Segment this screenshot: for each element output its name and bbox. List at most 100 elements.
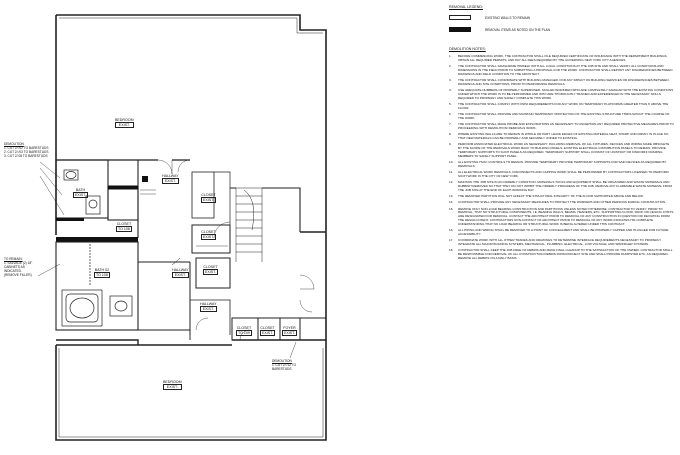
note-number: 15. bbox=[449, 206, 454, 211]
removal-wall bbox=[108, 186, 138, 190]
note-text: THE CONTRACTOR SHALL COMPLY WITH OSHA RE… bbox=[458, 101, 669, 110]
note-number: 6. bbox=[449, 111, 452, 116]
note-text: PERFORM ASSOCIATED ELECTRICAL WORK AS NE… bbox=[458, 142, 670, 158]
room-label: HALLWAY EXIST. bbox=[200, 302, 217, 312]
note-text: THE CONTRACTOR SHALL MAKE PROBE AND EXPL… bbox=[458, 122, 674, 130]
room-name: HALLWAY bbox=[200, 302, 217, 306]
room-label: HALLWAY EXIST. bbox=[172, 268, 189, 278]
remain-callout: TO REMAIN: 1. SALVAGE (2) 18" CABINETS A… bbox=[4, 257, 33, 278]
note-text: THE CONTRACTOR SHALL COORDINATE WITH BUI… bbox=[458, 77, 669, 86]
note-text: WHERE EXISTING WALLS ARE TO REMAIN IN WH… bbox=[458, 132, 669, 140]
stair bbox=[235, 187, 263, 262]
room-tag: EXIST. bbox=[172, 272, 189, 278]
demolition-callout-bottom: DEMOLITION 1. CUT 2/ /12 TO BARESTUDS bbox=[272, 359, 297, 372]
note-text: ALL ELECTRICAL WORK REMOVALS, DISCONNECT… bbox=[458, 169, 669, 178]
room-tag: TO 108 bbox=[116, 226, 132, 232]
bath-mid-outline bbox=[55, 241, 139, 331]
legend-item-removal: REMOVAL ITEMS AS NOTED ON THE PLAN bbox=[449, 27, 550, 32]
notes-title: DEMOLITION NOTES: bbox=[449, 47, 486, 51]
note-text: CONTRACTOR SHALL KEEP THE JOB FREE OF DE… bbox=[458, 248, 673, 260]
note-text: THE CONTRACTOR SHALL PROVIDE AND MAINTAI… bbox=[458, 111, 670, 120]
room-label: CLOSET EXIST. bbox=[260, 326, 275, 336]
room-tag: EXIST. bbox=[73, 192, 88, 198]
room-tag: TO 109 bbox=[236, 330, 252, 336]
room-name: BEDROOM bbox=[115, 118, 134, 122]
room-label: BEDROOM EXIST. bbox=[163, 380, 182, 390]
room-name: BEDROOM bbox=[163, 380, 182, 384]
room-name: CLOSET bbox=[203, 265, 218, 269]
room-name: BATH bbox=[75, 188, 86, 192]
room-label: FOYER EXIST. bbox=[282, 326, 297, 336]
note-number: 7. bbox=[449, 122, 452, 127]
room-name: HALLWAY bbox=[162, 174, 179, 178]
room-name: FOYER bbox=[283, 326, 296, 330]
room-tag: EXIST. bbox=[203, 269, 218, 275]
room-name: CLOSET bbox=[236, 326, 252, 330]
note-item: 10. ALL EXISTING HVAC CONTROLS TO REMAIN.… bbox=[449, 159, 674, 169]
note-text: USE ADEQUATE NUMBERS OF PROPERLY SUPERVI… bbox=[458, 88, 674, 100]
room-name: CLOSET bbox=[201, 193, 216, 197]
note-item: 6. THE CONTRACTOR SHALL PROVIDE AND MAINT… bbox=[449, 111, 674, 121]
note-text: THE REMOVED PARTITION WILL NOT AFFECT TH… bbox=[458, 193, 644, 198]
note-item: 2.THE CONTRACTOR SHALL FAMILIARIZE HIMSE… bbox=[449, 64, 674, 76]
note-text: ALL EXISTING HVAC CONTROLS TO REMAIN. PR… bbox=[458, 159, 667, 168]
note-text: COORDINATE WORK WITH ALL OTHER TRADES AN… bbox=[458, 238, 662, 246]
callout-title: DEMOLITION bbox=[4, 142, 24, 146]
note-item: 9.PERFORM ASSOCIATED ELECTRICAL WORK AS … bbox=[449, 142, 674, 158]
note-text: MAINTAIN THE JOB SITE IN AN ORDERLY COND… bbox=[458, 180, 672, 192]
removal-wall bbox=[56, 237, 138, 242]
note-text: ALL PIPING AND WIRING SHALL BE REMOVED T… bbox=[458, 227, 669, 236]
room-name: CLOSET bbox=[201, 230, 216, 234]
note-number: 11. bbox=[449, 169, 454, 174]
note-number: 1. bbox=[449, 54, 452, 58]
room-tag: TO 108 bbox=[94, 272, 110, 278]
note-item: 11. ALL ELECTRICAL WORK REMOVALS, DISCONN… bbox=[449, 169, 674, 179]
leader-line bbox=[39, 161, 65, 216]
room-name: CLOSET bbox=[260, 326, 275, 330]
callout-title: DEMOLITION bbox=[272, 359, 292, 363]
note-number: 14. bbox=[449, 200, 454, 205]
legend-item-existing: EXISTING WALLS TO REMAIN bbox=[449, 15, 530, 20]
note-number: 10. bbox=[449, 159, 454, 164]
room-tag: EXIST. bbox=[162, 178, 179, 184]
callout-line: (REMOVE FILLER) bbox=[4, 272, 32, 277]
callout-line: INDICATED. bbox=[4, 268, 22, 273]
note-item: 16.ALL PIPING AND WIRING SHALL BE REMOVE… bbox=[449, 227, 674, 237]
room-name: HALLWAY bbox=[172, 268, 189, 272]
room-label: CLOSET TO 108 bbox=[116, 222, 132, 232]
closet-2-outline bbox=[191, 224, 231, 254]
callout-line: 1. CUT 2/ /12 TO bbox=[272, 362, 297, 367]
callout-line: 1. SALVAGE (2) 18" bbox=[4, 260, 33, 265]
note-item: 4. USE ADEQUATE NUMBERS OF PROPERLY SUPER… bbox=[449, 88, 674, 100]
note-number: 17. bbox=[449, 238, 454, 242]
note-item: 5.THE CONTRACTOR SHALL COMPLY WITH OSHA … bbox=[449, 101, 674, 111]
note-item: 7. THE CONTRACTOR SHALL MAKE PROBE AND EX… bbox=[449, 122, 674, 131]
callout-line: 2. CUT 2/ /03 TO BARESTUDS bbox=[4, 149, 49, 154]
exterior-wall bbox=[55, 345, 327, 441]
legend-title: REMOVAL LEGEND: bbox=[449, 5, 483, 9]
room-label: CLOSET TO 109 bbox=[236, 326, 252, 336]
note-item: 17. COORDINATE WORK WITH ALL OTHER TRADES… bbox=[449, 238, 674, 247]
room-tag: EXIST. bbox=[201, 234, 216, 240]
note-text: CONTRACTOR SHALL PROVIDE ANY NECESSARY M… bbox=[458, 200, 667, 205]
callout-line: 3. CUT 2/ 08 TO BARESTUDS bbox=[4, 153, 48, 158]
note-number: 12. bbox=[449, 180, 454, 185]
room-name: BATH 02 bbox=[94, 268, 110, 272]
room-label: CLOSET EXIST. bbox=[201, 193, 216, 203]
leader-line bbox=[37, 263, 61, 277]
room-label: BEDROOM EXIST. bbox=[115, 118, 134, 128]
note-item: 13.THE REMOVED PARTITION WILL NOT AFFECT… bbox=[449, 193, 674, 199]
note-number: 4. bbox=[449, 88, 452, 93]
callout-line: 1. CUT 2/ /02 TO BARESTUDS bbox=[4, 145, 49, 150]
note-text: REMOVE ONLY NON-LOAD BEARING CONSTRUCTIO… bbox=[458, 206, 674, 226]
callout-title: TO REMAIN: bbox=[4, 257, 23, 261]
note-number: 18. bbox=[449, 248, 454, 253]
room-label: CLOSET EXIST. bbox=[203, 265, 218, 275]
note-item: 15. REMOVE ONLY NON-LOAD BEARING CONSTRUC… bbox=[449, 206, 674, 227]
room-label: CLOSET EXIST. bbox=[201, 230, 216, 240]
room-tag: EXIST. bbox=[115, 122, 134, 128]
note-item: 3.THE CONTRACTOR SHALL COORDINATE WITH B… bbox=[449, 77, 674, 87]
note-item: 18. CONTRACTOR SHALL KEEP THE JOB FREE OF… bbox=[449, 248, 674, 260]
demolition-callout-top: DEMOLITION 1. CUT 2/ /02 TO BARESTUDS 2.… bbox=[4, 142, 49, 159]
note-item: 12. MAINTAIN THE JOB SITE IN AN ORDERLY C… bbox=[449, 180, 674, 192]
